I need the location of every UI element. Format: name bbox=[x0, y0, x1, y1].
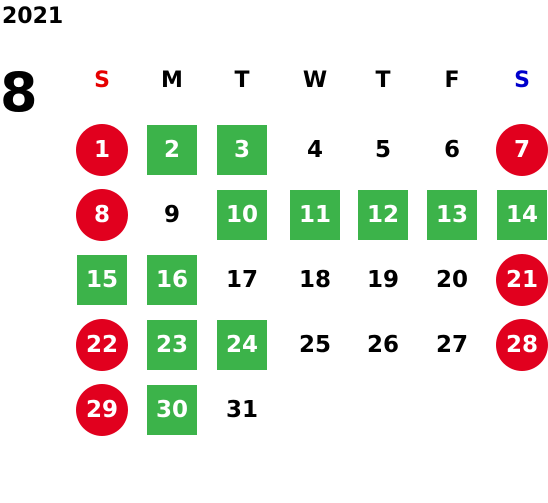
day-cell-17: 17 bbox=[212, 255, 272, 305]
day-number: 3 bbox=[233, 137, 250, 163]
day-number: 30 bbox=[155, 397, 188, 423]
day-cell-28: 28 bbox=[492, 319, 548, 371]
day-cell-16: 16 bbox=[142, 255, 202, 305]
day-number: 12 bbox=[366, 202, 399, 228]
day-cell-13: 13 bbox=[422, 190, 482, 240]
year-label: 2021 bbox=[2, 4, 64, 29]
day-cell-14: 14 bbox=[492, 190, 548, 240]
day-cell-24: 24 bbox=[212, 320, 272, 370]
day-number: 29 bbox=[85, 397, 118, 423]
day-cell-29: 29 bbox=[72, 384, 132, 436]
day-number: 25 bbox=[298, 332, 331, 358]
day-cell-15: 15 bbox=[72, 255, 132, 305]
day-cell-30: 30 bbox=[142, 385, 202, 435]
day-number: 5 bbox=[374, 137, 391, 163]
day-cell-6: 6 bbox=[422, 125, 482, 175]
day-number: 14 bbox=[505, 202, 538, 228]
day-number: 26 bbox=[366, 332, 399, 358]
day-cell-18: 18 bbox=[285, 255, 345, 305]
day-number: 31 bbox=[225, 397, 258, 423]
weekday-label-5: F bbox=[444, 67, 460, 93]
day-cell-27: 27 bbox=[422, 320, 482, 370]
day-cell-1: 1 bbox=[72, 124, 132, 176]
day-number: 11 bbox=[298, 202, 331, 228]
day-number: 17 bbox=[225, 267, 258, 293]
day-cell-12: 12 bbox=[353, 190, 413, 240]
day-number: 8 bbox=[93, 202, 110, 228]
day-cell-25: 25 bbox=[285, 320, 345, 370]
day-cell-10: 10 bbox=[212, 190, 272, 240]
day-cell-3: 3 bbox=[212, 125, 272, 175]
day-cell-21: 21 bbox=[492, 254, 548, 306]
day-number: 2 bbox=[163, 137, 180, 163]
day-number: 9 bbox=[163, 202, 180, 228]
day-cell-4: 4 bbox=[285, 125, 345, 175]
weekday-label-2: T bbox=[234, 67, 250, 93]
day-cell-26: 26 bbox=[353, 320, 413, 370]
weekday-label-6: S bbox=[514, 67, 530, 93]
month-number: 8 bbox=[0, 61, 38, 124]
day-number: 13 bbox=[435, 202, 468, 228]
day-cell-20: 20 bbox=[422, 255, 482, 305]
day-number: 21 bbox=[505, 267, 538, 293]
day-number: 24 bbox=[225, 332, 258, 358]
day-number: 28 bbox=[505, 332, 538, 358]
day-cell-23: 23 bbox=[142, 320, 202, 370]
day-cell-31: 31 bbox=[212, 385, 272, 435]
day-number: 22 bbox=[85, 332, 118, 358]
weekday-label-1: M bbox=[161, 67, 183, 93]
day-cell-11: 11 bbox=[285, 190, 345, 240]
day-number: 19 bbox=[366, 267, 399, 293]
day-number: 23 bbox=[155, 332, 188, 358]
day-number: 6 bbox=[443, 137, 460, 163]
day-number: 15 bbox=[85, 267, 118, 293]
day-number: 18 bbox=[298, 267, 331, 293]
day-number: 20 bbox=[435, 267, 468, 293]
day-cell-2: 2 bbox=[142, 125, 202, 175]
day-cell-22: 22 bbox=[72, 319, 132, 371]
day-number: 27 bbox=[435, 332, 468, 358]
day-cell-19: 19 bbox=[353, 255, 413, 305]
day-number: 16 bbox=[155, 267, 188, 293]
day-cell-5: 5 bbox=[353, 125, 413, 175]
day-cell-7: 7 bbox=[492, 124, 548, 176]
weekday-label-4: T bbox=[375, 67, 391, 93]
weekday-label-0: S bbox=[94, 67, 110, 93]
day-number: 10 bbox=[225, 202, 258, 228]
day-number: 4 bbox=[306, 137, 323, 163]
day-cell-9: 9 bbox=[142, 190, 202, 240]
day-number: 1 bbox=[93, 137, 110, 163]
day-number: 7 bbox=[513, 137, 530, 163]
day-cell-8: 8 bbox=[72, 189, 132, 241]
weekday-label-3: W bbox=[302, 67, 328, 93]
